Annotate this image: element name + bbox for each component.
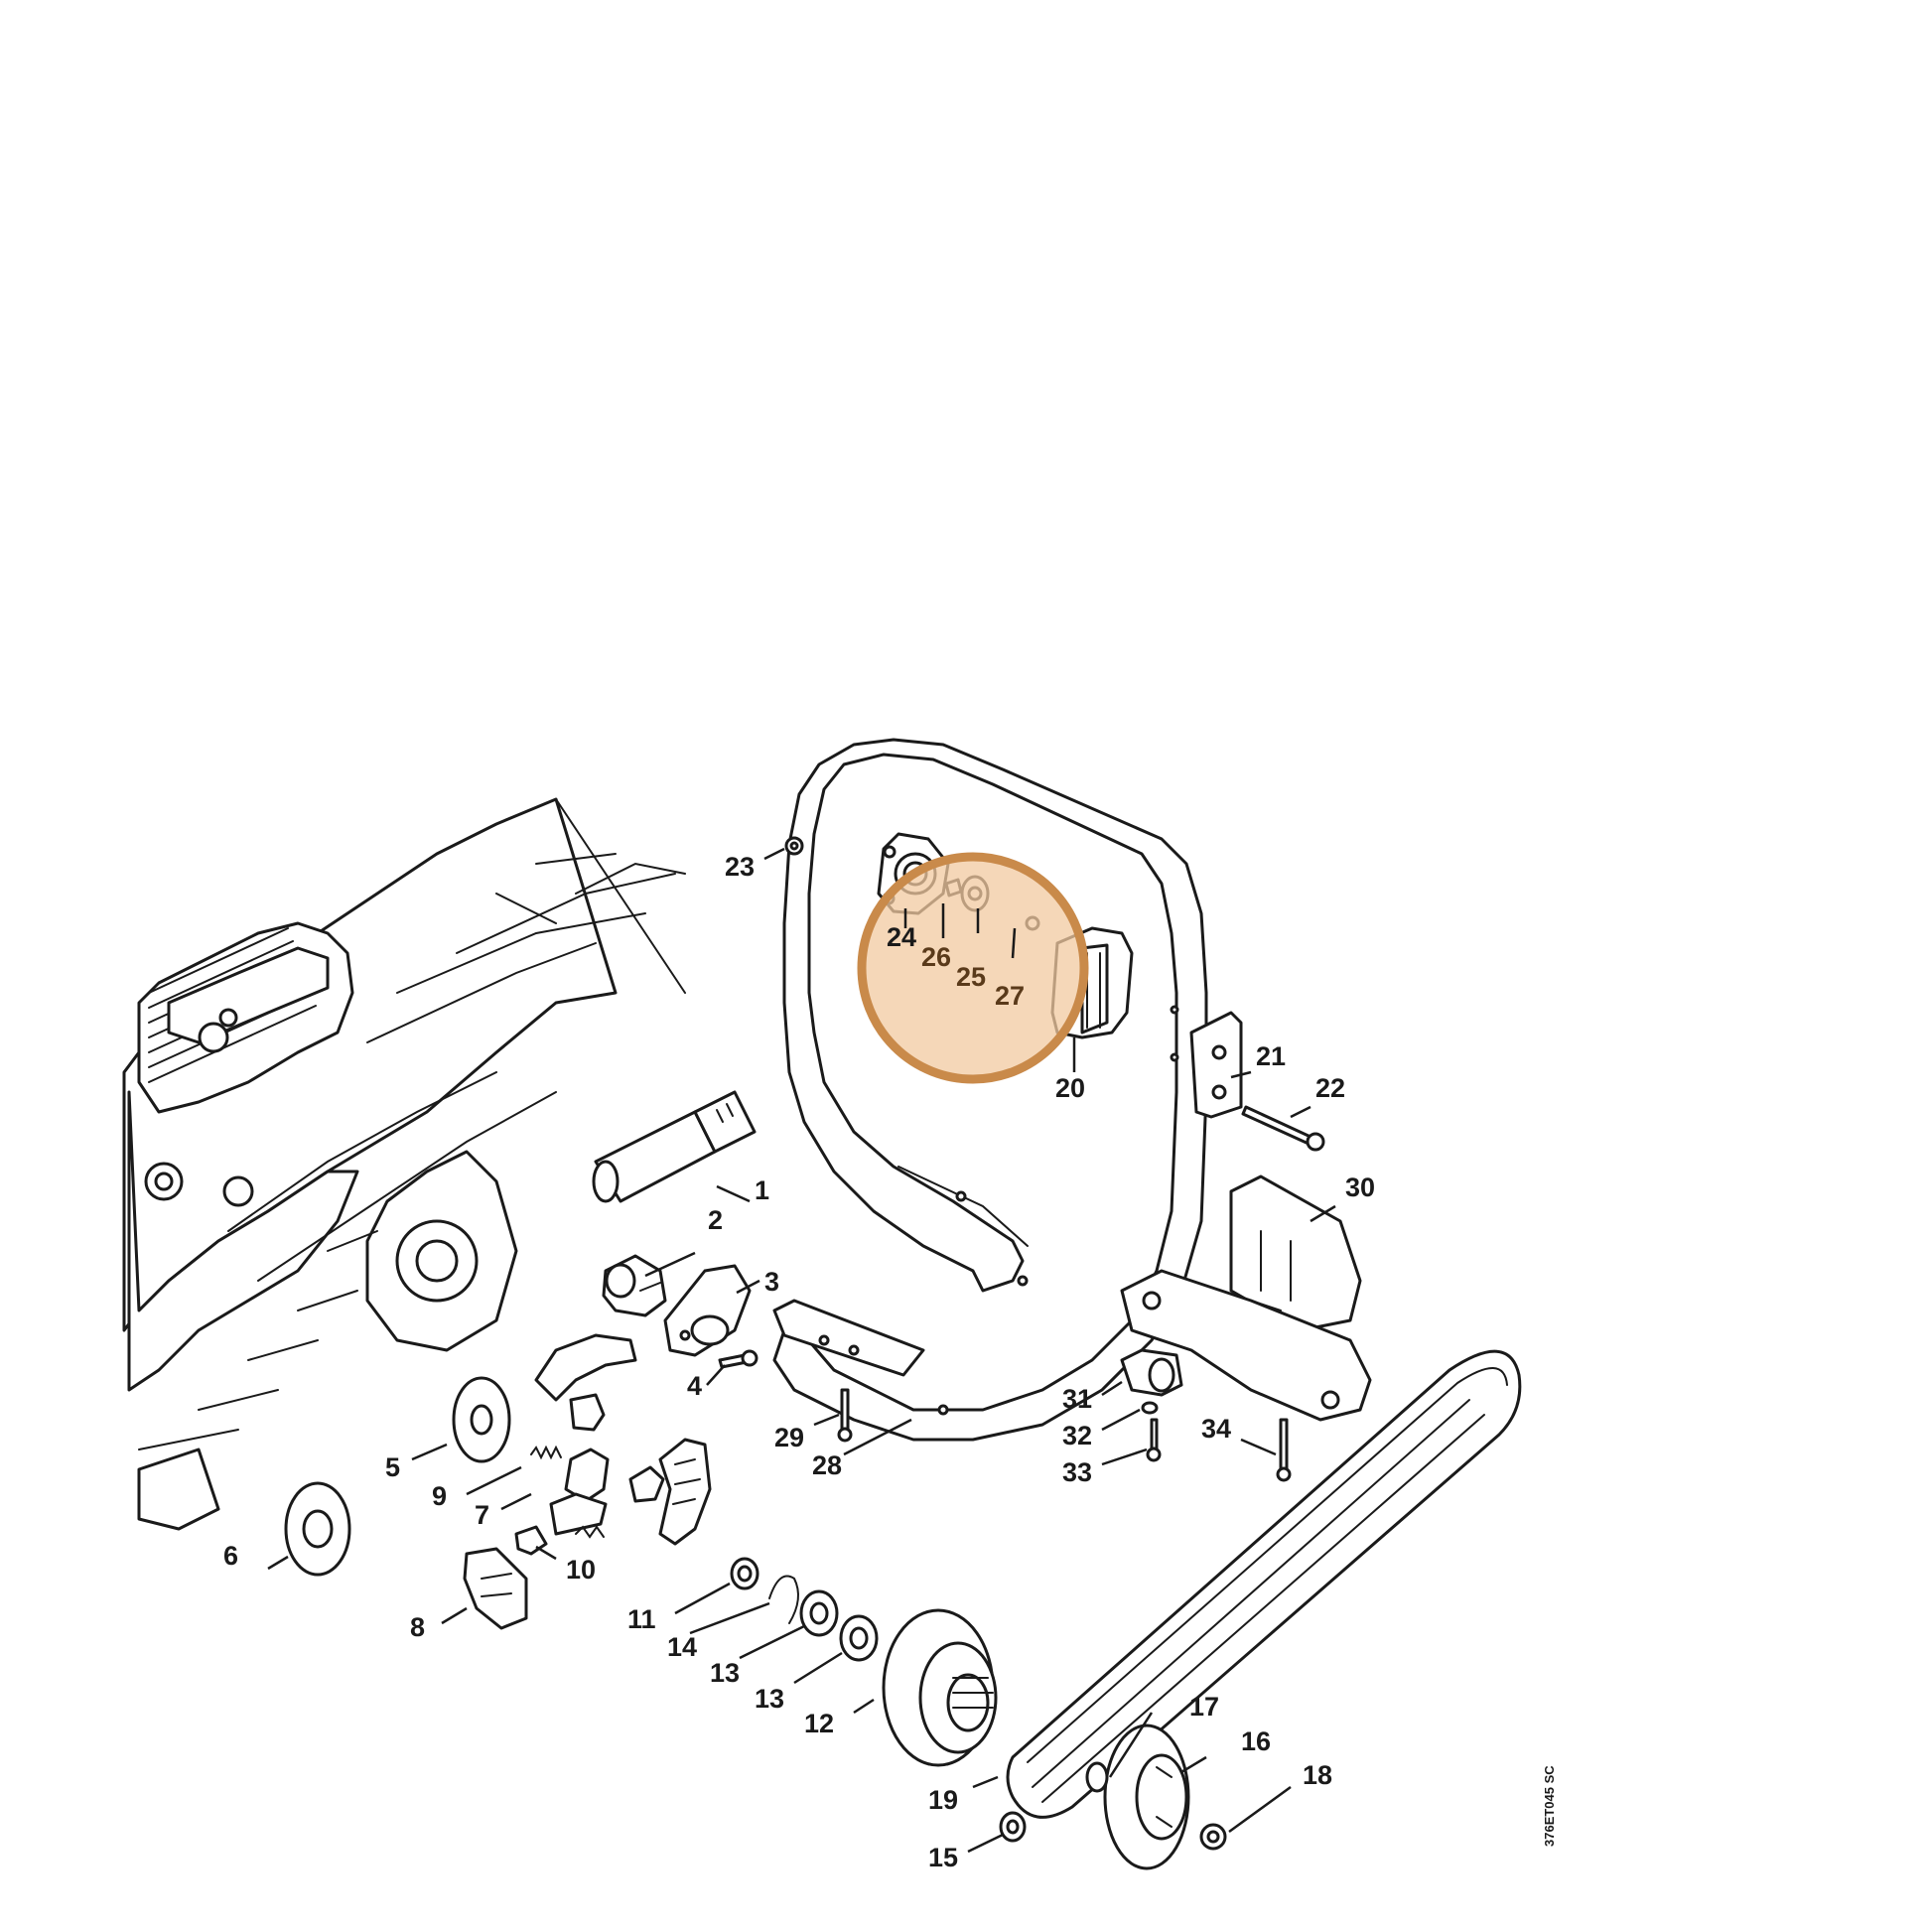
clutch-drum-part-12 (882, 1608, 998, 1767)
screw-part-4 (718, 1349, 759, 1369)
callout-9: 9 (432, 1481, 447, 1511)
screw-part-34 (1276, 1418, 1292, 1482)
callout-11: 11 (627, 1604, 656, 1634)
highlight-marker (857, 852, 1089, 1084)
callout-30: 30 (1345, 1173, 1375, 1202)
callout-16: 16 (1241, 1726, 1271, 1756)
callout-22: 22 (1315, 1073, 1345, 1103)
callout-24: 24 (887, 922, 916, 952)
pulley-part-16 (1103, 1724, 1190, 1870)
nut-part-23 (784, 836, 804, 856)
nut-part-18 (1199, 1823, 1227, 1851)
callout-1: 1 (755, 1175, 769, 1205)
clutch-shoe-part-7-area (534, 1333, 712, 1546)
callout-13a: 13 (710, 1658, 740, 1688)
bearing-parts-11-13-14 (730, 1557, 879, 1662)
callout-28: 28 (812, 1450, 842, 1480)
engine-housing-drawing (122, 797, 686, 1531)
leader-lines (267, 847, 1336, 1854)
callout-32: 32 (1062, 1421, 1092, 1450)
callout-31: 31 (1062, 1384, 1092, 1414)
callout-18: 18 (1303, 1760, 1332, 1790)
callout-6: 6 (223, 1541, 238, 1571)
callout-2: 2 (708, 1205, 723, 1235)
screw-part-22 (1241, 1105, 1325, 1152)
drawing-code: 376ET045 SC (1542, 1765, 1557, 1847)
clamp-part-21 (1189, 1011, 1243, 1119)
washer-part-17 (1085, 1761, 1109, 1793)
washer-part-32 (1141, 1401, 1159, 1415)
callout-20: 20 (1055, 1073, 1085, 1103)
bracket-part-3 (663, 1264, 752, 1357)
belt-guard-part-30 (1120, 1174, 1372, 1422)
callout-7: 7 (475, 1500, 489, 1530)
v-belt-part-19 (1006, 1349, 1522, 1819)
callout-26: 26 (921, 942, 951, 972)
callout-labels: 1 2 3 4 5 6 7 8 9 10 11 14 13 13 12 19 1… (223, 852, 1375, 1872)
washer-part-5 (452, 1376, 511, 1463)
clutch-shoe-part-8 (463, 1547, 528, 1630)
callout-17: 17 (1189, 1692, 1219, 1722)
callout-23: 23 (725, 852, 755, 882)
callout-5: 5 (385, 1452, 400, 1482)
screw-part-33 (1146, 1418, 1162, 1462)
tube-part-1 (592, 1090, 757, 1203)
callout-8: 8 (410, 1612, 425, 1642)
washer-part-6 (284, 1481, 351, 1577)
callout-34: 34 (1201, 1414, 1231, 1444)
callout-10: 10 (566, 1555, 596, 1585)
damper-part-31 (1120, 1348, 1183, 1397)
callout-19: 19 (928, 1785, 958, 1815)
screw-part-29 (837, 1388, 853, 1443)
callout-29: 29 (774, 1423, 804, 1452)
callout-12: 12 (804, 1709, 834, 1738)
washer-part-15 (999, 1811, 1027, 1843)
callout-25: 25 (956, 962, 986, 992)
callout-27: 27 (995, 981, 1025, 1011)
callout-3: 3 (764, 1267, 779, 1297)
callout-21: 21 (1256, 1041, 1286, 1071)
spring-part-9 (530, 1445, 562, 1460)
callout-14: 14 (667, 1632, 697, 1662)
callout-13b: 13 (755, 1684, 784, 1714)
callout-4: 4 (687, 1371, 702, 1401)
callout-15: 15 (928, 1843, 958, 1872)
callout-33: 33 (1062, 1457, 1092, 1487)
bushing-part-2 (602, 1254, 667, 1317)
